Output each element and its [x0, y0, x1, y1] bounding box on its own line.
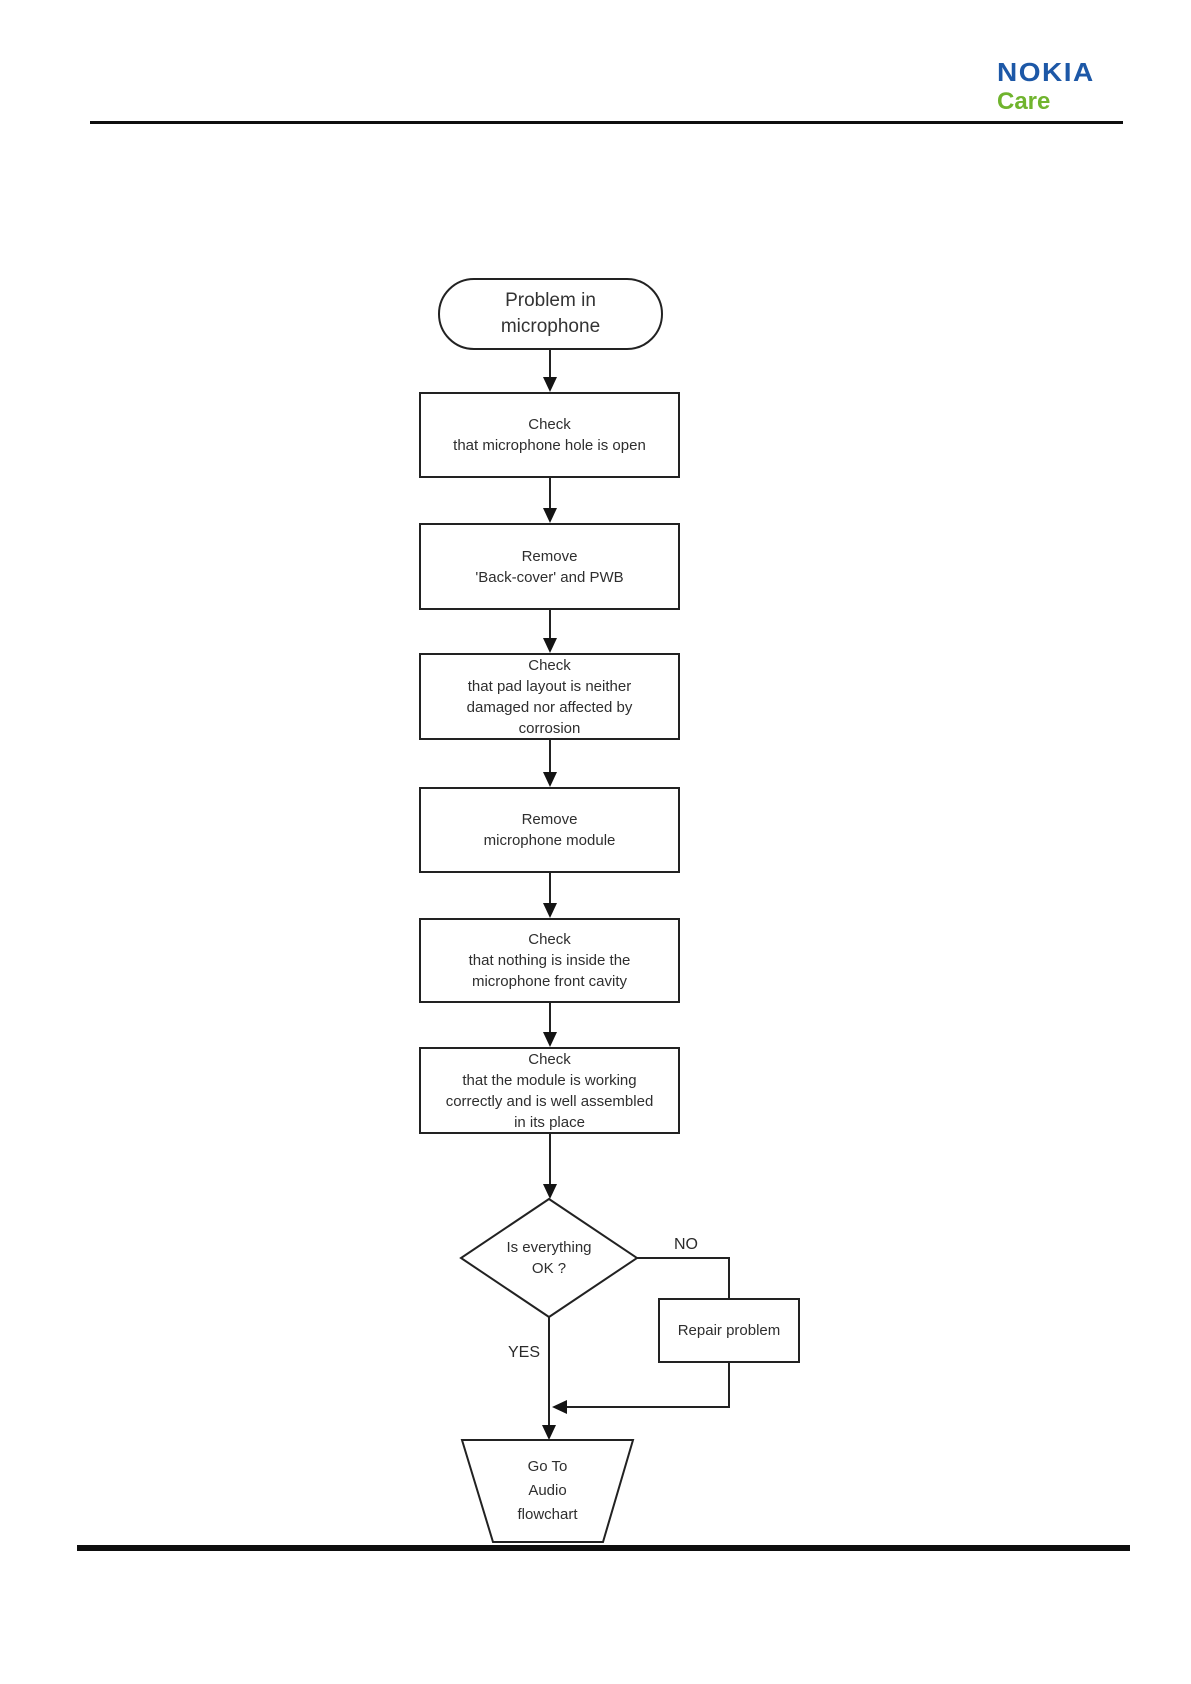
- node-text-line: Audio: [528, 1482, 567, 1499]
- node-text-line: Check: [528, 931, 571, 948]
- node-text-line: that microphone hole is open: [453, 437, 646, 454]
- care-logo-text: Care: [997, 88, 1051, 115]
- arrowhead: [543, 638, 557, 653]
- node-check-pad-layout: Check that pad layout is neither damaged…: [419, 653, 680, 740]
- node-text-line: correctly and is well assembled: [445, 1092, 654, 1110]
- header-rule: [90, 121, 1123, 124]
- arrowhead: [543, 1184, 557, 1199]
- arrowhead: [543, 903, 557, 918]
- node-text-line: damaged nor affected by: [466, 698, 633, 716]
- node-remove-backcover: Remove 'Back-cover' and PWB: [419, 523, 680, 610]
- edge-label-yes: YES: [507, 1344, 540, 1361]
- arrowhead: [543, 377, 557, 392]
- edge-label-no: NO: [674, 1236, 698, 1253]
- arrowhead: [543, 508, 557, 523]
- node-text-line: Remove: [521, 811, 578, 828]
- arrowhead: [543, 1032, 557, 1047]
- arrowhead: [542, 1425, 556, 1440]
- node-check-hole: Check that microphone hole is open: [419, 392, 680, 478]
- node-text-line: corrosion: [518, 719, 581, 737]
- arrowhead: [552, 1400, 567, 1414]
- node-text-line: 'Back-cover' and PWB: [475, 568, 624, 586]
- node-text-line: microphone module: [483, 832, 616, 849]
- node-text-line: that the module is working: [462, 1071, 637, 1089]
- footer-rule: [77, 1545, 1130, 1551]
- node-text-line: flowchart: [517, 1506, 578, 1523]
- manual-operation-trapezoid-shape: [460, 1439, 635, 1543]
- node-text-line: in its place: [514, 1113, 585, 1131]
- decision-diamond-shape: [459, 1197, 639, 1319]
- node-text-line: Go To: [527, 1458, 568, 1475]
- node-text-line: Check: [528, 416, 571, 433]
- node-start: Problem in microphone: [438, 278, 663, 350]
- node-check-module-working: Check that the module is working correct…: [419, 1047, 680, 1134]
- node-text-line: Repair problem: [677, 1322, 781, 1339]
- node-text-line: that nothing is inside the: [468, 952, 631, 969]
- node-repair-problem: Repair problem: [658, 1298, 800, 1363]
- node-text-line: Remove: [521, 547, 578, 565]
- node-check-front-cavity: Check that nothing is inside the microph…: [419, 918, 680, 1003]
- nokia-logo-text: NOKIA: [997, 58, 1095, 87]
- node-remove-mic-module: Remove microphone module: [419, 787, 680, 873]
- node-text-line: Is everything: [506, 1239, 592, 1256]
- node-text-line: Problem in: [505, 290, 596, 311]
- nokia-care-logo: NOKIA Care: [997, 60, 1095, 114]
- node-text-line: Check: [528, 656, 571, 674]
- node-end-label: Go To Audio flowchart: [462, 1455, 633, 1527]
- node-text-line: Check: [528, 1050, 571, 1068]
- arrowhead: [543, 772, 557, 787]
- node-text-line: microphone front cavity: [471, 973, 628, 990]
- node-decision-label: Is everything OK ?: [461, 1237, 637, 1279]
- node-text-line: that pad layout is neither: [467, 677, 632, 695]
- node-text-line: microphone: [500, 316, 601, 337]
- node-text-line: OK ?: [531, 1260, 567, 1277]
